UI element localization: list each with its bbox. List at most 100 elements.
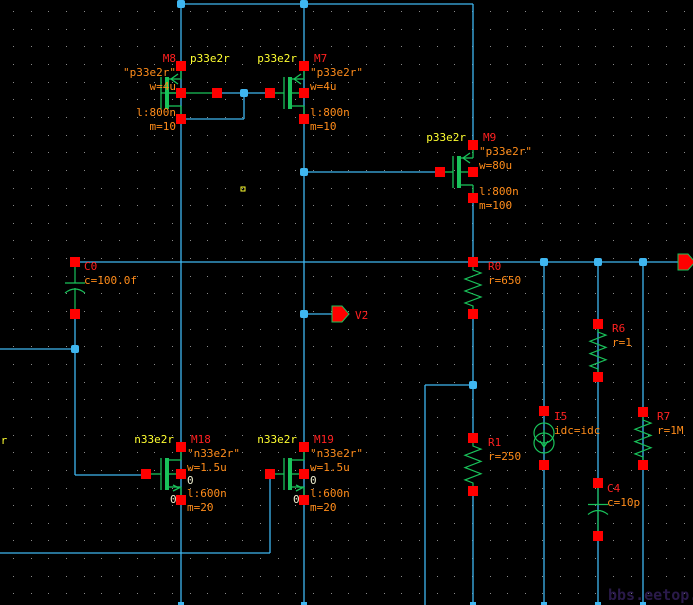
grid-dot [295,188,296,189]
resistor-r7[interactable] [633,412,653,465]
grid-dot [172,488,173,489]
grid-dot [419,346,420,347]
grid-dot [84,540,85,541]
pin-square[interactable] [468,193,478,203]
grid-dot [66,576,67,577]
grid-dot [119,435,120,436]
pin-square[interactable] [212,88,222,98]
grid-dot [578,152,579,153]
grid-dot [613,329,614,330]
grid-dot [260,593,261,594]
pin-square[interactable] [468,257,478,267]
current-source-i5[interactable] [533,422,555,454]
grid-dot [66,205,67,206]
pin-square[interactable] [468,433,478,443]
grid-dot [560,505,561,506]
resistor-r6[interactable] [588,324,608,377]
pin-square[interactable] [265,469,275,479]
zigzag [463,438,483,491]
pin-square[interactable] [70,257,80,267]
pin-square[interactable] [539,460,549,470]
pin-square[interactable] [299,442,309,452]
grid-dot [313,258,314,259]
capacitor-c4[interactable] [587,483,609,536]
grid-dot [190,205,191,206]
pin-square[interactable] [593,372,603,382]
pin-square[interactable] [593,478,603,488]
pin-square[interactable] [299,61,309,71]
grid-dot [437,82,438,83]
pin-output[interactable] [677,253,693,271]
pin-square[interactable] [176,469,186,479]
grid-dot [666,470,667,471]
grid-dot [260,399,261,400]
grid-dot [207,470,208,471]
pin-square[interactable] [468,309,478,319]
pin-square[interactable] [638,460,648,470]
grid-dot [242,523,243,524]
grid-dot [525,540,526,541]
pin-square[interactable] [299,469,309,479]
pin-v2[interactable] [331,305,350,323]
capacitor-c0[interactable] [64,262,86,314]
pin-square[interactable] [638,407,648,417]
grid-dot [137,188,138,189]
grid-dot [66,293,67,294]
pin-square[interactable] [265,88,275,98]
pin-square[interactable] [176,114,186,124]
pin-square[interactable] [435,167,445,177]
pin-square[interactable] [299,495,309,505]
grid-dot [578,417,579,418]
grid-dot [225,152,226,153]
grid-dot [260,452,261,453]
pin-square[interactable] [468,486,478,496]
pin-square[interactable] [176,442,186,452]
grid-dot [666,276,667,277]
grid-dot [66,82,67,83]
pin-square[interactable] [593,531,603,541]
transistor-m7[interactable] [270,66,305,119]
grid-dot [295,82,296,83]
grid-dot [154,205,155,206]
grid-dot [119,135,120,136]
grid-dot [295,593,296,594]
grid-dot [684,488,685,489]
grid-dot [666,152,667,153]
grid-dot [260,223,261,224]
pin-square[interactable] [70,309,80,319]
grid-dot [595,399,596,400]
param-label: c=10p [607,496,640,509]
grid-dot [595,240,596,241]
pin-square[interactable] [299,114,309,124]
pin-square[interactable] [539,406,549,416]
grid-dot [84,505,85,506]
grid-dot [137,488,138,489]
grid-dot [242,276,243,277]
grid-dot [348,576,349,577]
grid-dot [260,135,261,136]
pin-square[interactable] [176,495,186,505]
pin-square[interactable] [176,88,186,98]
grid-dot [578,399,579,400]
pin-square[interactable] [141,469,151,479]
grid-dot [101,346,102,347]
pin-square[interactable] [176,61,186,71]
grid-dot [295,576,296,577]
grid-dot [119,258,120,259]
grid-dot [578,46,579,47]
grid-dot [401,64,402,65]
pin-square[interactable] [593,319,603,329]
grid-dot [595,593,596,594]
grid-dot [260,523,261,524]
resistor-r1[interactable] [463,438,483,491]
pin-square[interactable] [468,140,478,150]
pin-square[interactable] [299,88,309,98]
resistor-r0[interactable] [463,262,483,314]
grid-dot [348,470,349,471]
grid-dot [101,258,102,259]
pin-square[interactable] [468,167,478,177]
grid-dot [207,329,208,330]
grid-dot [119,470,120,471]
